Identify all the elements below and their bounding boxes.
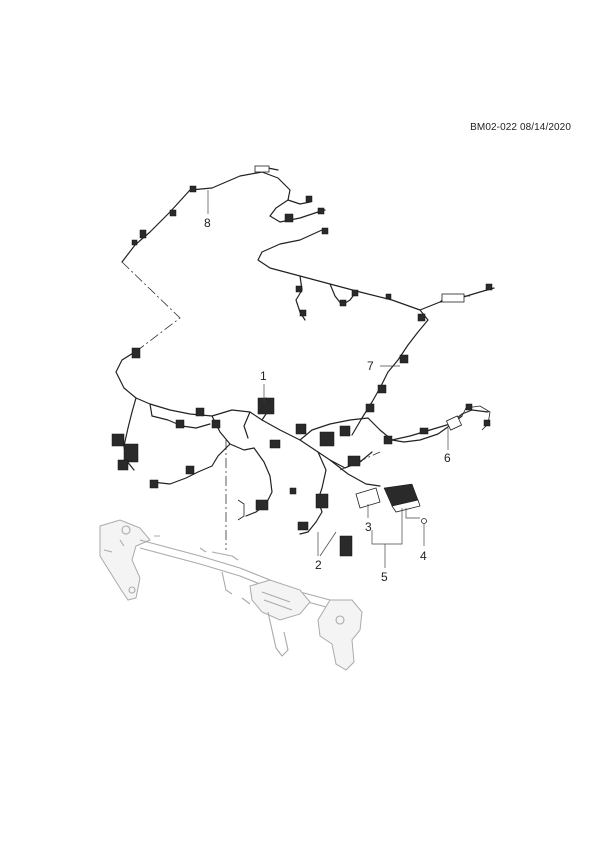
callout-7: 7 <box>367 359 374 373</box>
roof-harness-branch <box>257 227 495 436</box>
cross-car-beam <box>99 519 363 671</box>
callout-1: 1 <box>260 369 267 383</box>
callout-3: 3 <box>365 520 372 534</box>
callout-6: 6 <box>444 451 451 465</box>
callout-4: 4 <box>420 549 427 563</box>
callout-5: 5 <box>381 570 388 584</box>
callout-leaders <box>207 190 449 568</box>
side-harness <box>391 403 491 443</box>
instrument-panel-harness <box>111 347 489 557</box>
diagram-reference-code: BM02-022 08/14/2020 <box>470 122 571 133</box>
roof-harness <box>121 165 326 263</box>
relation-line-roof <box>121 261 181 351</box>
callout-8: 8 <box>204 216 211 230</box>
callout-2: 2 <box>315 558 322 572</box>
control-module-assembly <box>355 483 427 524</box>
